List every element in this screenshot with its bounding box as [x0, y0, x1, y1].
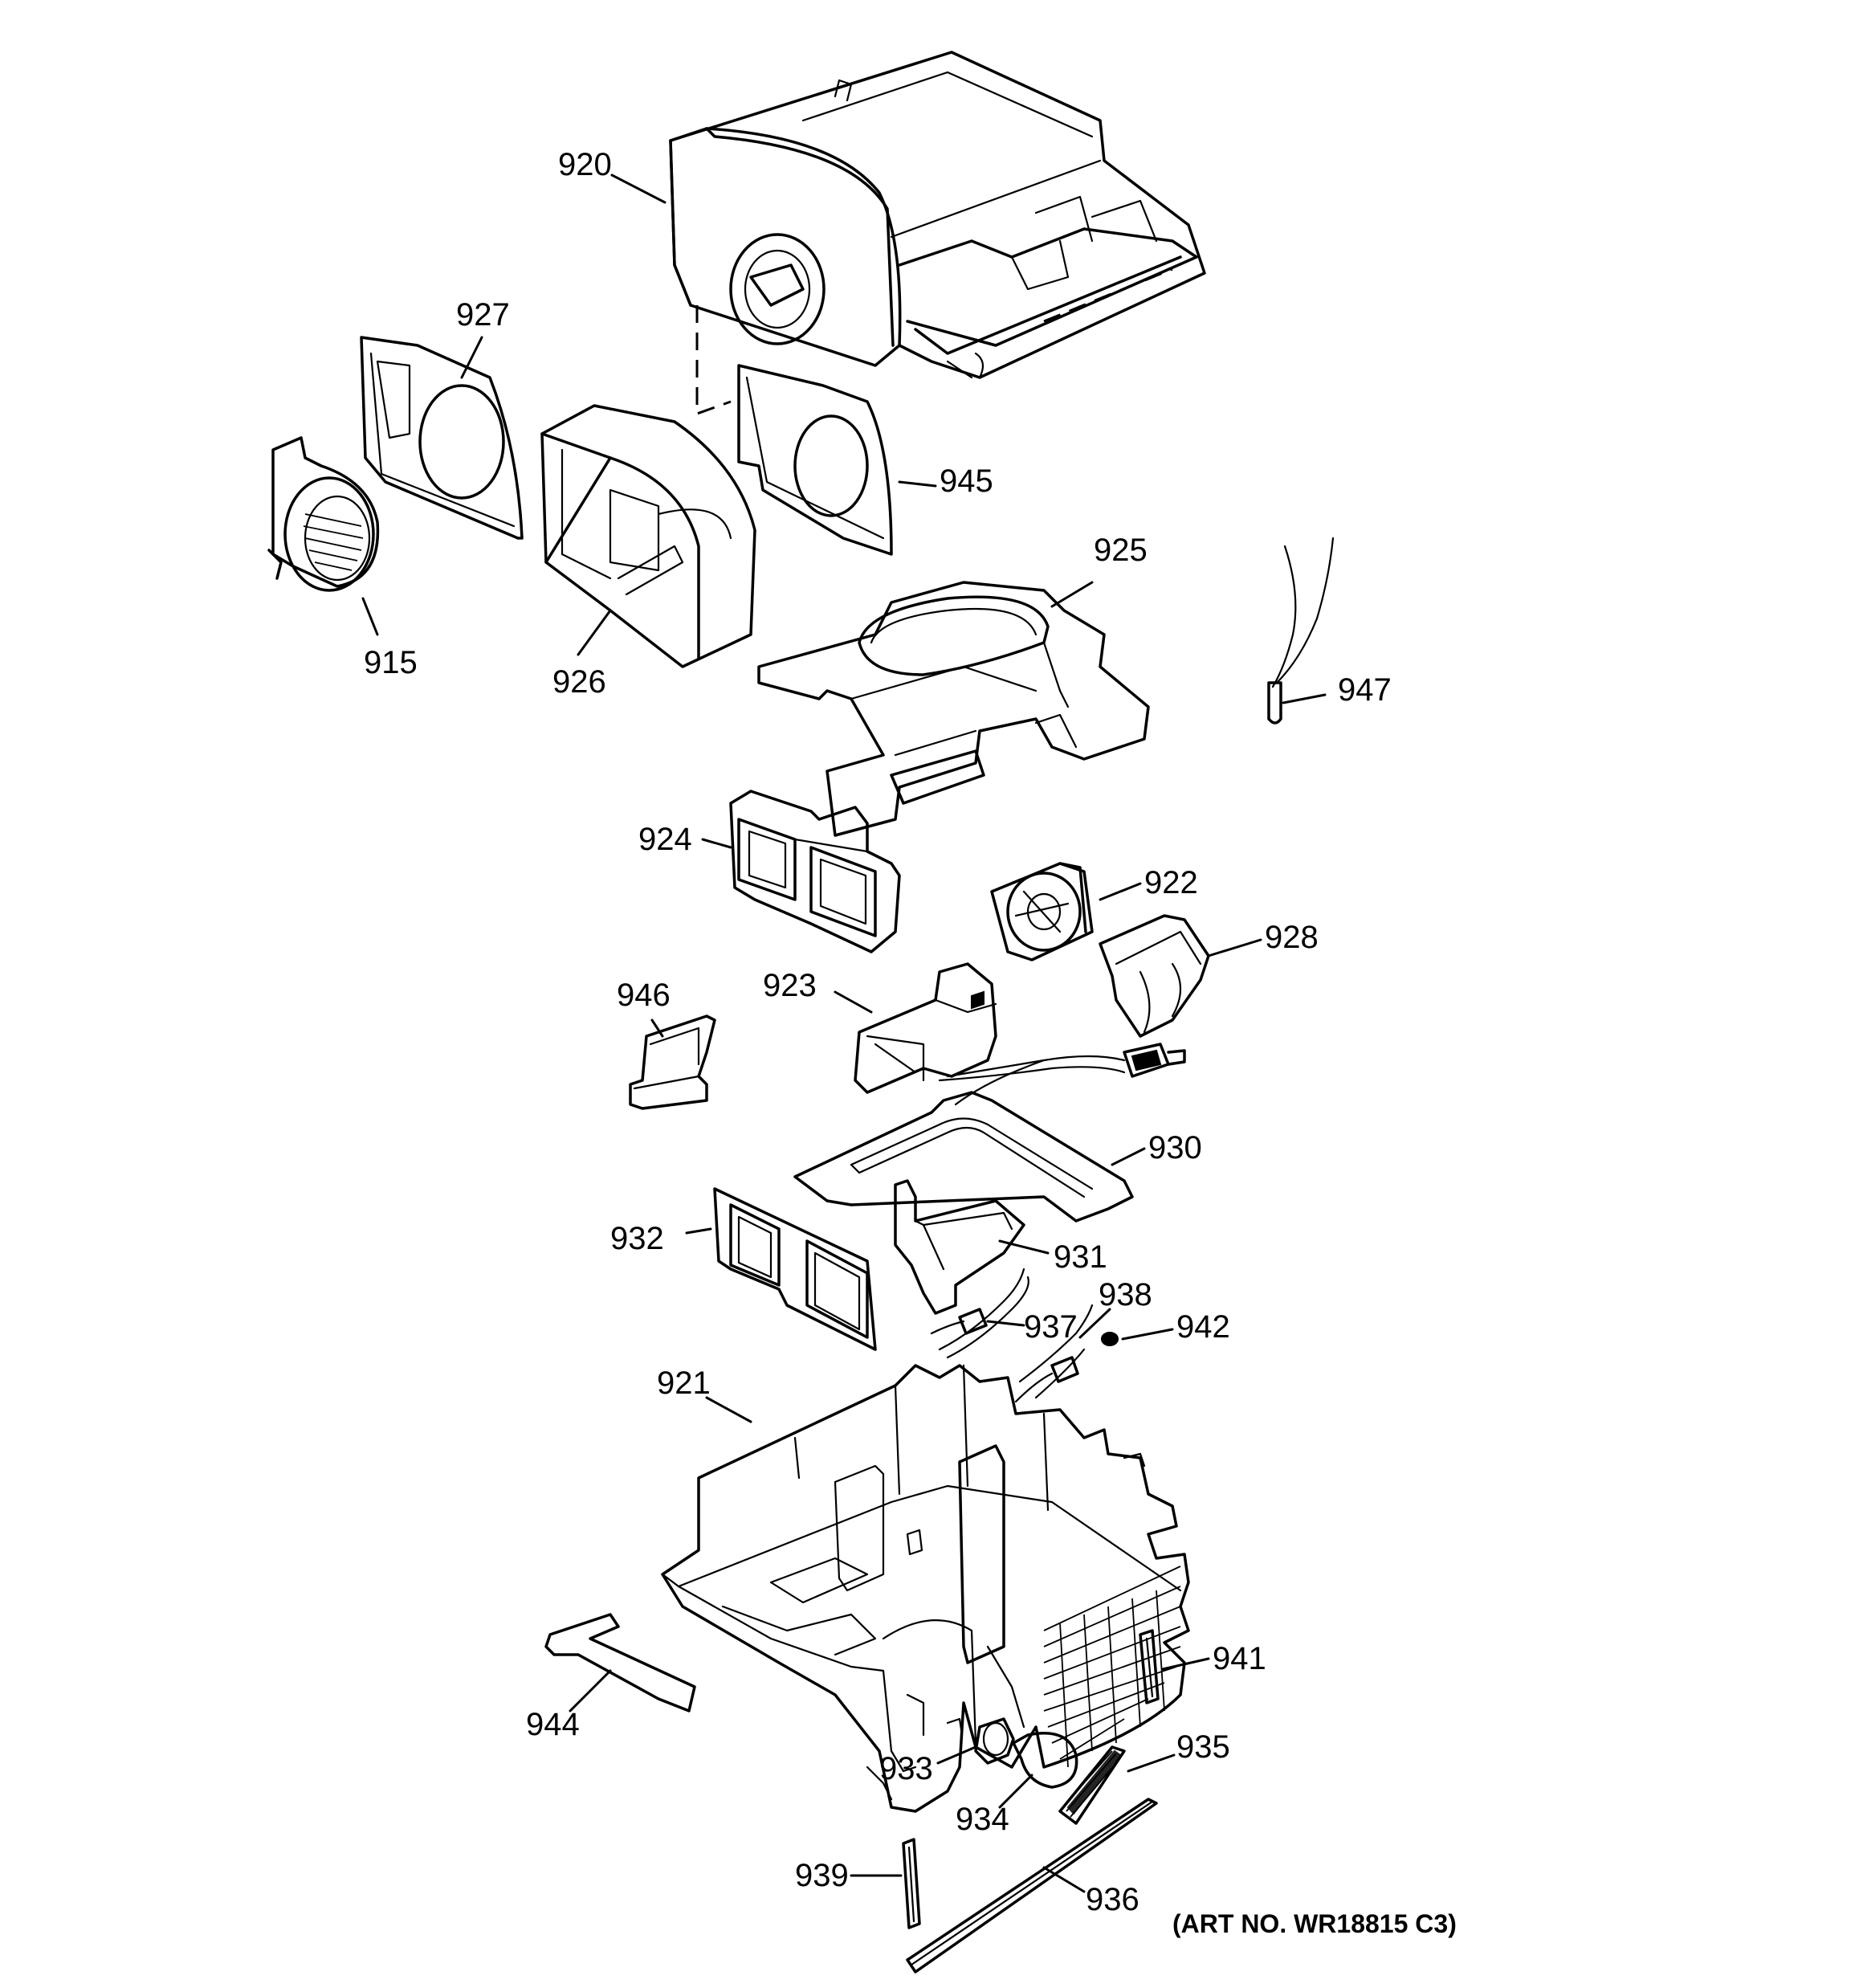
part-933-lamp-socket: [974, 1717, 1015, 1765]
callout-933: 933: [879, 1751, 933, 1786]
callout-926: 926: [552, 664, 606, 700]
callout-922: 922: [1144, 865, 1198, 900]
part-921-base-housing: [661, 1364, 1190, 1813]
part-946-small-damper: [629, 1014, 716, 1110]
leader-lines: [361, 173, 1327, 1893]
part-926-duct: [540, 404, 756, 668]
part-923-heater-assembly: [854, 962, 1186, 1094]
part-920-housing: [669, 51, 1206, 379]
callout-937: 937: [1024, 1309, 1078, 1345]
part-937-wire-connector: [930, 1268, 1029, 1359]
callout-920: 920: [558, 147, 612, 182]
callout-938: 938: [1099, 1277, 1152, 1312]
callout-947: 947: [1338, 672, 1392, 708]
part-944-gasket-strip: [544, 1613, 696, 1712]
callout-939: 939: [795, 1858, 849, 1893]
callout-936: 936: [1086, 1882, 1139, 1917]
part-928-bracket: [1099, 914, 1210, 1038]
callout-928: 928: [1265, 920, 1319, 955]
callout-labels: 920 927 945 925 915 926 947 924 922 928 …: [364, 147, 1392, 1917]
part-938-wire-connector: [1014, 1304, 1094, 1403]
callout-923: 923: [763, 968, 817, 1003]
part-942-grommet: [1101, 1332, 1119, 1346]
part-935-lens: [1058, 1745, 1126, 1825]
mounting-guide-line: [695, 305, 732, 416]
part-922-fan-motor: [990, 862, 1094, 961]
part-939-seal-strip: [902, 1838, 921, 1929]
callout-946: 946: [617, 978, 671, 1013]
part-930-heater-plate: [793, 1059, 1134, 1223]
callout-931: 931: [1054, 1239, 1107, 1275]
callout-924: 924: [638, 822, 692, 857]
art-number: (ART NO. WR18815 C3): [1172, 1909, 1457, 1938]
part-941-seal-strip: [1139, 1629, 1160, 1704]
part-925-evaporator-cover: [757, 581, 1150, 837]
callout-921: 921: [657, 1365, 711, 1401]
part-936-trim-strip: [906, 1798, 1158, 1974]
part-945-cover-plate: [737, 364, 893, 556]
part-947-thermistor: [1267, 537, 1335, 725]
callout-941: 941: [1213, 1641, 1266, 1676]
callout-915: 915: [364, 645, 418, 680]
part-915-fan-grille: [267, 436, 380, 592]
part-924-damper-frame: [729, 790, 901, 953]
callout-932: 932: [610, 1221, 664, 1256]
part-931-duct-piece: [894, 1179, 1025, 1315]
callout-934: 934: [956, 1802, 1009, 1837]
callout-935: 935: [1176, 1729, 1230, 1765]
callout-925: 925: [1094, 533, 1148, 568]
callout-930: 930: [1148, 1130, 1202, 1165]
callout-927: 927: [456, 297, 510, 333]
callout-942: 942: [1176, 1309, 1230, 1345]
callout-944: 944: [526, 1707, 580, 1742]
part-932-gasket-frame: [713, 1187, 877, 1351]
callout-945: 945: [940, 463, 993, 499]
part-927-plate: [360, 336, 524, 540]
